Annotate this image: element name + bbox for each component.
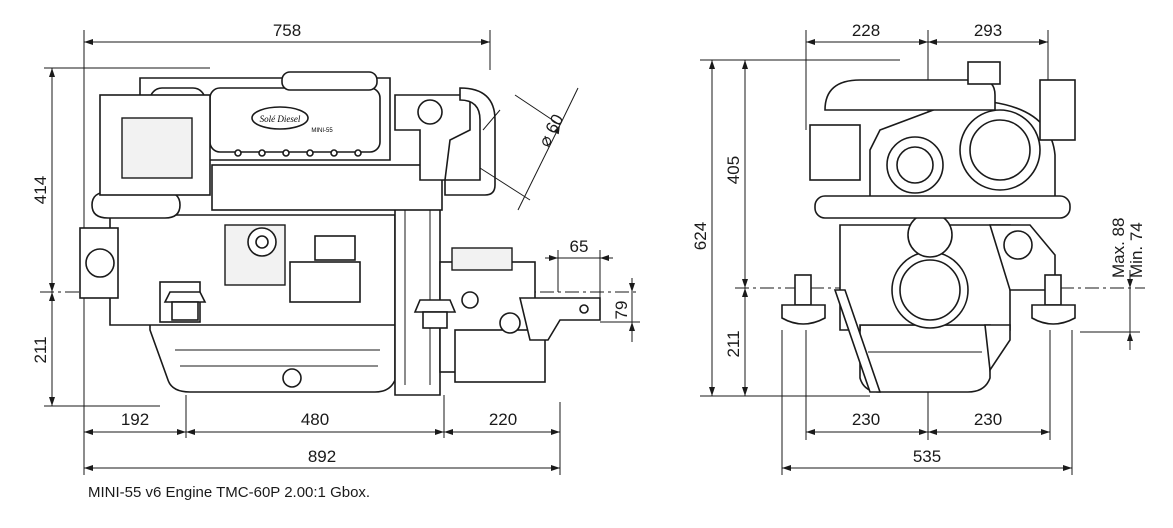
dim-length-758: 758 xyxy=(273,21,301,40)
dim-bracket-79: 79 xyxy=(612,301,631,320)
dim-405: 405 xyxy=(724,156,743,184)
drawing-caption: MINI-55 v6 Engine TMC-60P 2.00:1 Gbox. xyxy=(88,484,371,501)
dim-230-right: 230 xyxy=(974,410,1002,429)
dim-892: 892 xyxy=(308,447,336,466)
dim-230-left: 230 xyxy=(852,410,880,429)
side-logo: Solé Diesel xyxy=(260,114,301,124)
dim-height-414: 414 xyxy=(31,176,50,204)
dim-228: 228 xyxy=(852,21,880,40)
side-engine-outline: Solé Diesel MINI-55 xyxy=(79,71,601,396)
dim-624: 624 xyxy=(691,222,710,250)
dim-535: 535 xyxy=(913,447,941,466)
dim-offset-65: 65 xyxy=(570,237,589,256)
dim-192: 192 xyxy=(121,410,149,429)
front-view: 228 293 624 405 211 Max. 88 Min. 74 230 … xyxy=(691,21,1146,475)
front-engine-outline xyxy=(781,61,1076,393)
dim-211-front: 211 xyxy=(724,330,743,357)
dim-220: 220 xyxy=(489,410,517,429)
dim-293: 293 xyxy=(974,21,1002,40)
front-engine-mounts xyxy=(781,274,1076,325)
manifold-bolts xyxy=(234,149,362,157)
dim-height-211-side: 211 xyxy=(31,336,50,363)
side-model-plate: MINI-55 xyxy=(311,128,333,134)
dim-max-88: Max. 88 xyxy=(1109,218,1128,278)
dim-exhaust-diameter: ⌀ 60 xyxy=(535,111,568,150)
side-view: Solé Diesel MINI-55 xyxy=(31,21,640,475)
dim-480: 480 xyxy=(301,410,329,429)
engine-dimension-drawing: Solé Diesel MINI-55 xyxy=(31,21,1146,475)
dim-min-74: Min. 74 xyxy=(1127,222,1146,278)
